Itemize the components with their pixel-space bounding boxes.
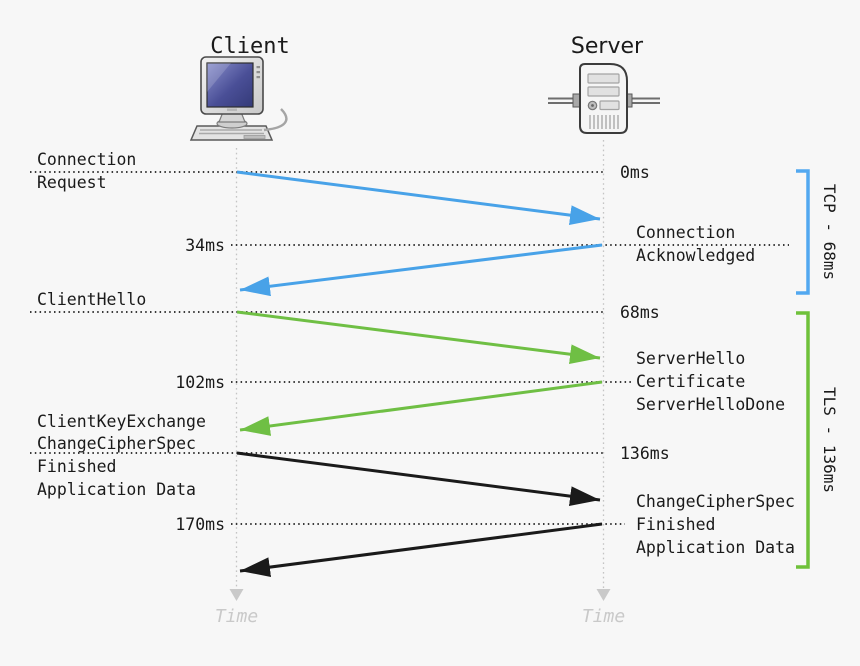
server-icon [548, 63, 660, 134]
client-time-axis-label: Time [215, 606, 258, 627]
timestamp-170ms: 170ms [175, 515, 225, 534]
tcp-phase-label: TCP - 68ms [820, 184, 839, 280]
label-server-hello-done: ServerHelloDone [636, 395, 785, 414]
timestamp-34ms: 34ms [185, 236, 225, 255]
tls-phase-label: TLS - 136ms [820, 387, 839, 493]
arrow-syn-ack [239, 243, 603, 297]
arrow-client-hello [236, 310, 601, 365]
label-client-change-cipher-spec: ChangeCipherSpec [37, 434, 196, 453]
label-client-hello: ClientHello [37, 290, 146, 309]
actor-title-client: Client [210, 34, 289, 59]
server-vent-lines [589, 115, 619, 129]
arrow-server-hello [239, 380, 603, 436]
label-connection-acknowledged-line2: Acknowledged [636, 246, 755, 265]
client-time-arrowhead-icon [229, 589, 244, 601]
arrow-server-finished [239, 522, 603, 577]
label-client-key-exchange: ClientKeyExchange [37, 412, 206, 431]
arrow-syn [236, 170, 601, 225]
timestamp-68ms: 68ms [620, 303, 660, 322]
actor-title-server: Server [571, 34, 644, 59]
label-connection-acknowledged-line1: Connection [636, 223, 735, 242]
arrow-client-finished [236, 451, 601, 506]
label-certificate: Certificate [636, 372, 745, 391]
server-time-axis-label: Time [582, 606, 625, 627]
label-server-finished: Finished [636, 515, 715, 534]
timestamp-0ms: 0ms [620, 163, 650, 182]
label-server-hello: ServerHello [636, 349, 745, 368]
timestamp-102ms: 102ms [175, 373, 225, 392]
label-client-finished: Finished [37, 457, 116, 476]
timestamp-136ms: 136ms [620, 444, 670, 463]
label-connection-request-line2: Request [37, 173, 107, 192]
label-server-application-data: Application Data [636, 538, 795, 557]
label-server-change-cipher-spec: ChangeCipherSpec [636, 492, 795, 511]
server-time-arrowhead-icon [596, 589, 611, 601]
label-client-application-data: Application Data [37, 480, 196, 499]
tls-phase-bracket [796, 311, 810, 569]
tcp-phase-bracket [796, 169, 810, 295]
label-connection-request-line1: Connection [37, 150, 136, 169]
client-computer-icon [189, 56, 288, 141]
